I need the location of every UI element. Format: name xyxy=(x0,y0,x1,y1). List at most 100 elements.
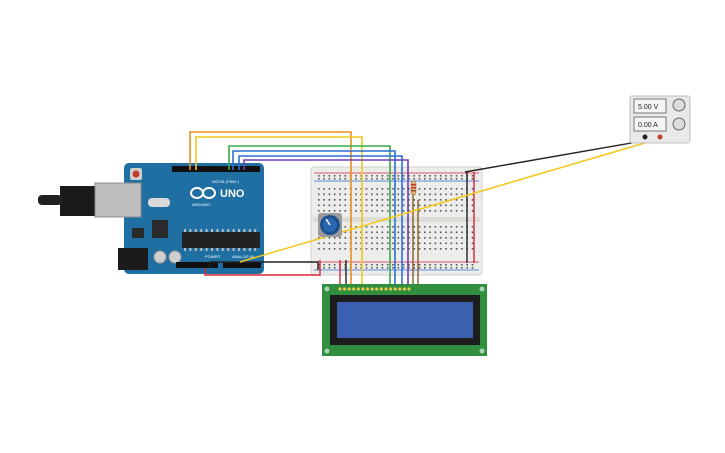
breadboard-hole xyxy=(429,248,431,250)
chip-pin xyxy=(248,229,251,232)
breadboard-hole xyxy=(418,188,421,190)
breadboard-hole xyxy=(408,226,410,228)
breadboard-hole xyxy=(397,231,400,234)
breadboard-hole xyxy=(376,242,378,245)
lcd-pin[interactable] xyxy=(370,287,374,291)
digital-header[interactable] xyxy=(172,166,260,172)
breadboard-hole xyxy=(450,226,453,228)
rail-hole xyxy=(392,264,394,266)
lcd-16x2[interactable] xyxy=(322,284,487,356)
breadboard-hole xyxy=(339,248,341,250)
rail-hole xyxy=(323,267,325,269)
rail-hole xyxy=(355,175,357,177)
analog-header[interactable] xyxy=(223,262,261,268)
breadboard-hole xyxy=(392,204,394,207)
breadboard-hole xyxy=(408,204,410,207)
lcd-pin[interactable] xyxy=(389,287,393,291)
breadboard-hole xyxy=(355,204,357,207)
breadboard-hole xyxy=(461,231,463,234)
power-wires[interactable] xyxy=(204,137,661,285)
breadboard-hole xyxy=(397,188,400,190)
rail-hole xyxy=(371,264,373,266)
breadboard-hole xyxy=(434,231,437,234)
breadboard-hole xyxy=(418,237,421,239)
lcd-pin[interactable] xyxy=(343,287,347,291)
rail-hole xyxy=(455,175,458,177)
rail-hole xyxy=(424,267,426,269)
voltage-knob[interactable] xyxy=(672,98,686,112)
breadboard-hole xyxy=(328,188,331,190)
power-supply[interactable]: 5.00 V 0.00 A xyxy=(629,95,691,144)
lcd-pin[interactable] xyxy=(375,287,379,291)
breadboard-hole xyxy=(397,248,400,250)
breadboard-hole xyxy=(344,210,347,212)
chip-pin xyxy=(254,248,257,251)
breadboard-hole xyxy=(455,193,458,196)
breadboard-hole xyxy=(328,193,331,196)
lcd-pin[interactable] xyxy=(366,287,370,291)
arduino-infinity-logo-icon xyxy=(190,187,216,199)
rail-hole xyxy=(402,178,405,180)
breadboard-hole xyxy=(445,231,447,234)
chip-pin xyxy=(216,248,219,251)
breadboard-hole xyxy=(402,193,405,196)
rail-hole xyxy=(471,267,474,269)
breadboard-hole xyxy=(328,237,331,239)
breadboard-hole xyxy=(455,248,458,250)
negative-terminal[interactable] xyxy=(642,134,648,140)
rail-hole xyxy=(413,264,415,266)
breadboard-hole xyxy=(328,242,331,245)
breadboard-hole xyxy=(471,188,474,190)
breadboard-hole xyxy=(376,193,378,196)
lcd-pin[interactable] xyxy=(402,287,406,291)
lcd-pin[interactable] xyxy=(393,287,397,291)
breadboard-hole xyxy=(418,231,421,234)
breadboard-hole xyxy=(445,199,447,201)
rail-hole xyxy=(413,175,415,177)
breadboard[interactable] xyxy=(310,166,483,276)
lcd-pin[interactable] xyxy=(338,287,342,291)
arduino-uno[interactable]: UNO ARDUINO DIGITAL (PWM~) POWER ANALOG … xyxy=(38,163,264,274)
breadboard-hole xyxy=(333,204,336,207)
breadboard-hole xyxy=(461,237,463,239)
breadboard-hole xyxy=(455,226,458,228)
lcd-pin[interactable] xyxy=(356,287,360,291)
power-header[interactable] xyxy=(176,262,218,268)
breadboard-hole xyxy=(376,248,378,250)
rail-hole xyxy=(429,264,431,266)
rail-hole xyxy=(392,267,394,269)
signal-wires[interactable] xyxy=(189,131,409,285)
breadboard-hole xyxy=(408,248,410,250)
rail-hole xyxy=(365,178,368,180)
rail-hole xyxy=(408,178,410,180)
breadboard-hole xyxy=(397,237,400,239)
rail-hole xyxy=(461,178,463,180)
potentiometer[interactable] xyxy=(318,213,342,237)
power-label: POWER xyxy=(205,254,220,259)
breadboard-hole xyxy=(439,199,442,201)
breadboard-hole xyxy=(323,188,325,190)
breadboard-hole xyxy=(413,242,415,245)
lcd-pin[interactable] xyxy=(398,287,402,291)
chip-pin xyxy=(227,248,230,251)
lcd-pin[interactable] xyxy=(407,287,411,291)
breadboard-hole xyxy=(339,188,341,190)
resistor[interactable] xyxy=(410,180,417,196)
rail-hole xyxy=(318,264,320,266)
lcd-pin[interactable] xyxy=(361,287,365,291)
current-knob[interactable] xyxy=(672,117,686,131)
lcd-pin[interactable] xyxy=(347,287,351,291)
rail-hole xyxy=(439,267,442,269)
rail-hole xyxy=(333,264,336,266)
lcd-pin[interactable] xyxy=(352,287,356,291)
breadboard-hole xyxy=(455,237,458,239)
positive-terminal[interactable] xyxy=(657,134,663,140)
rail-hole xyxy=(450,175,453,177)
lcd-pin[interactable] xyxy=(384,287,388,291)
rail-hole xyxy=(450,267,453,269)
breadboard-hole xyxy=(450,204,453,207)
breadboard-hole xyxy=(318,248,320,250)
breadboard-hole xyxy=(371,242,373,245)
breadboard-hole xyxy=(333,248,336,250)
lcd-pin[interactable] xyxy=(379,287,383,291)
